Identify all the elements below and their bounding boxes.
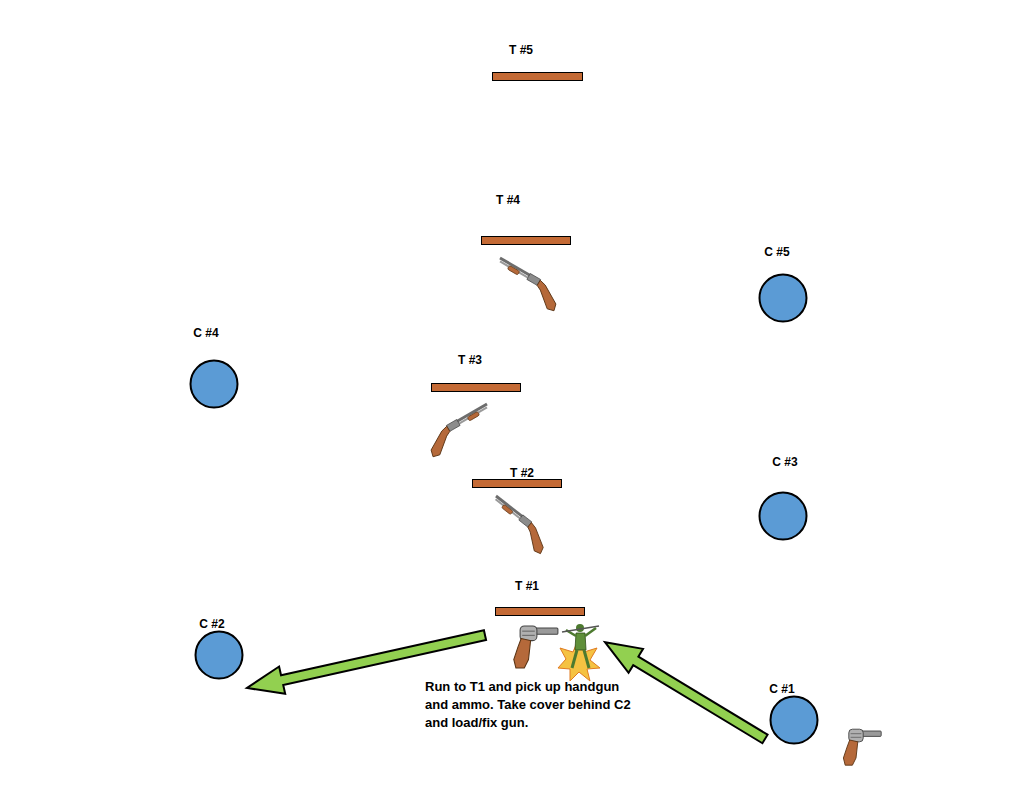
node-label: T #3 xyxy=(458,353,482,368)
cover-barrel: C #2 xyxy=(191,610,247,696)
cover-barrel-circle xyxy=(194,630,244,680)
cover-barrel-circle xyxy=(769,695,819,745)
revolver-icon xyxy=(514,626,558,668)
cover-barrel-circle xyxy=(189,359,239,409)
node-label: T #2 xyxy=(510,466,534,481)
cover-barrel: C #4 xyxy=(186,319,242,410)
shotgun-icon xyxy=(423,403,497,459)
cover-circle xyxy=(196,632,243,679)
node-label: T #4 xyxy=(496,193,520,208)
node-label: T #5 xyxy=(509,43,533,58)
target-bar xyxy=(472,479,562,488)
target-bar xyxy=(481,236,571,245)
target-bar xyxy=(492,72,583,81)
cover-barrel: C #5 xyxy=(755,238,811,324)
node-label: T #1 xyxy=(515,579,539,594)
cover-barrel-circle xyxy=(758,273,808,323)
instruction-note: Run to T1 and pick up handgun and ammo. … xyxy=(425,678,640,732)
node-label: C #4 xyxy=(193,326,218,341)
target-bar xyxy=(495,607,585,616)
soldier-icon xyxy=(558,624,600,681)
target: T #3 xyxy=(424,346,528,395)
node-label: C #3 xyxy=(772,455,797,470)
shotgun-icon xyxy=(490,257,564,313)
cover-circle xyxy=(760,275,807,322)
cover-barrel-circle xyxy=(758,491,808,541)
target: T #4 xyxy=(474,186,578,248)
node-label: C #2 xyxy=(199,617,224,632)
target: T #2 xyxy=(465,459,569,491)
move-arrow xyxy=(605,642,768,743)
node-label: C #5 xyxy=(764,245,789,260)
cover-barrel: C #1 xyxy=(765,675,823,746)
target-bar xyxy=(431,383,521,392)
node-label: C #1 xyxy=(769,682,794,697)
cover-circle xyxy=(191,361,238,408)
cover-circle xyxy=(771,697,818,744)
target: T #1 xyxy=(485,572,605,650)
revolver-icon xyxy=(843,729,881,765)
target: T #5 xyxy=(485,36,591,84)
cover-circle xyxy=(760,493,807,540)
move-arrow xyxy=(247,630,486,694)
cover-barrel: C #3 xyxy=(755,448,811,542)
shotgun-icon xyxy=(484,495,553,555)
